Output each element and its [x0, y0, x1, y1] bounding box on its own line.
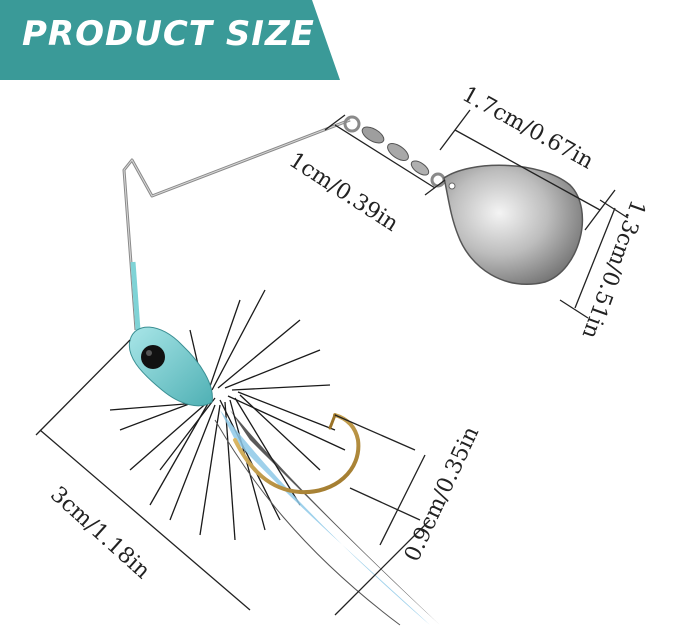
wire-coating: [130, 261, 141, 331]
head-eye-icon: [141, 345, 165, 369]
spinner-blade: [443, 164, 584, 285]
swivel: [343, 115, 446, 188]
banner-title: PRODUCT SIZE: [22, 14, 315, 54]
wire-arm: [122, 118, 351, 331]
hair-skirt: [109, 289, 346, 541]
hook: [233, 413, 361, 495]
jig-head: [128, 326, 213, 407]
title-banner: [0, 0, 340, 80]
hook-barb: [328, 413, 337, 430]
dimension-lines: [35, 109, 629, 616]
feather-tail: [214, 410, 440, 626]
